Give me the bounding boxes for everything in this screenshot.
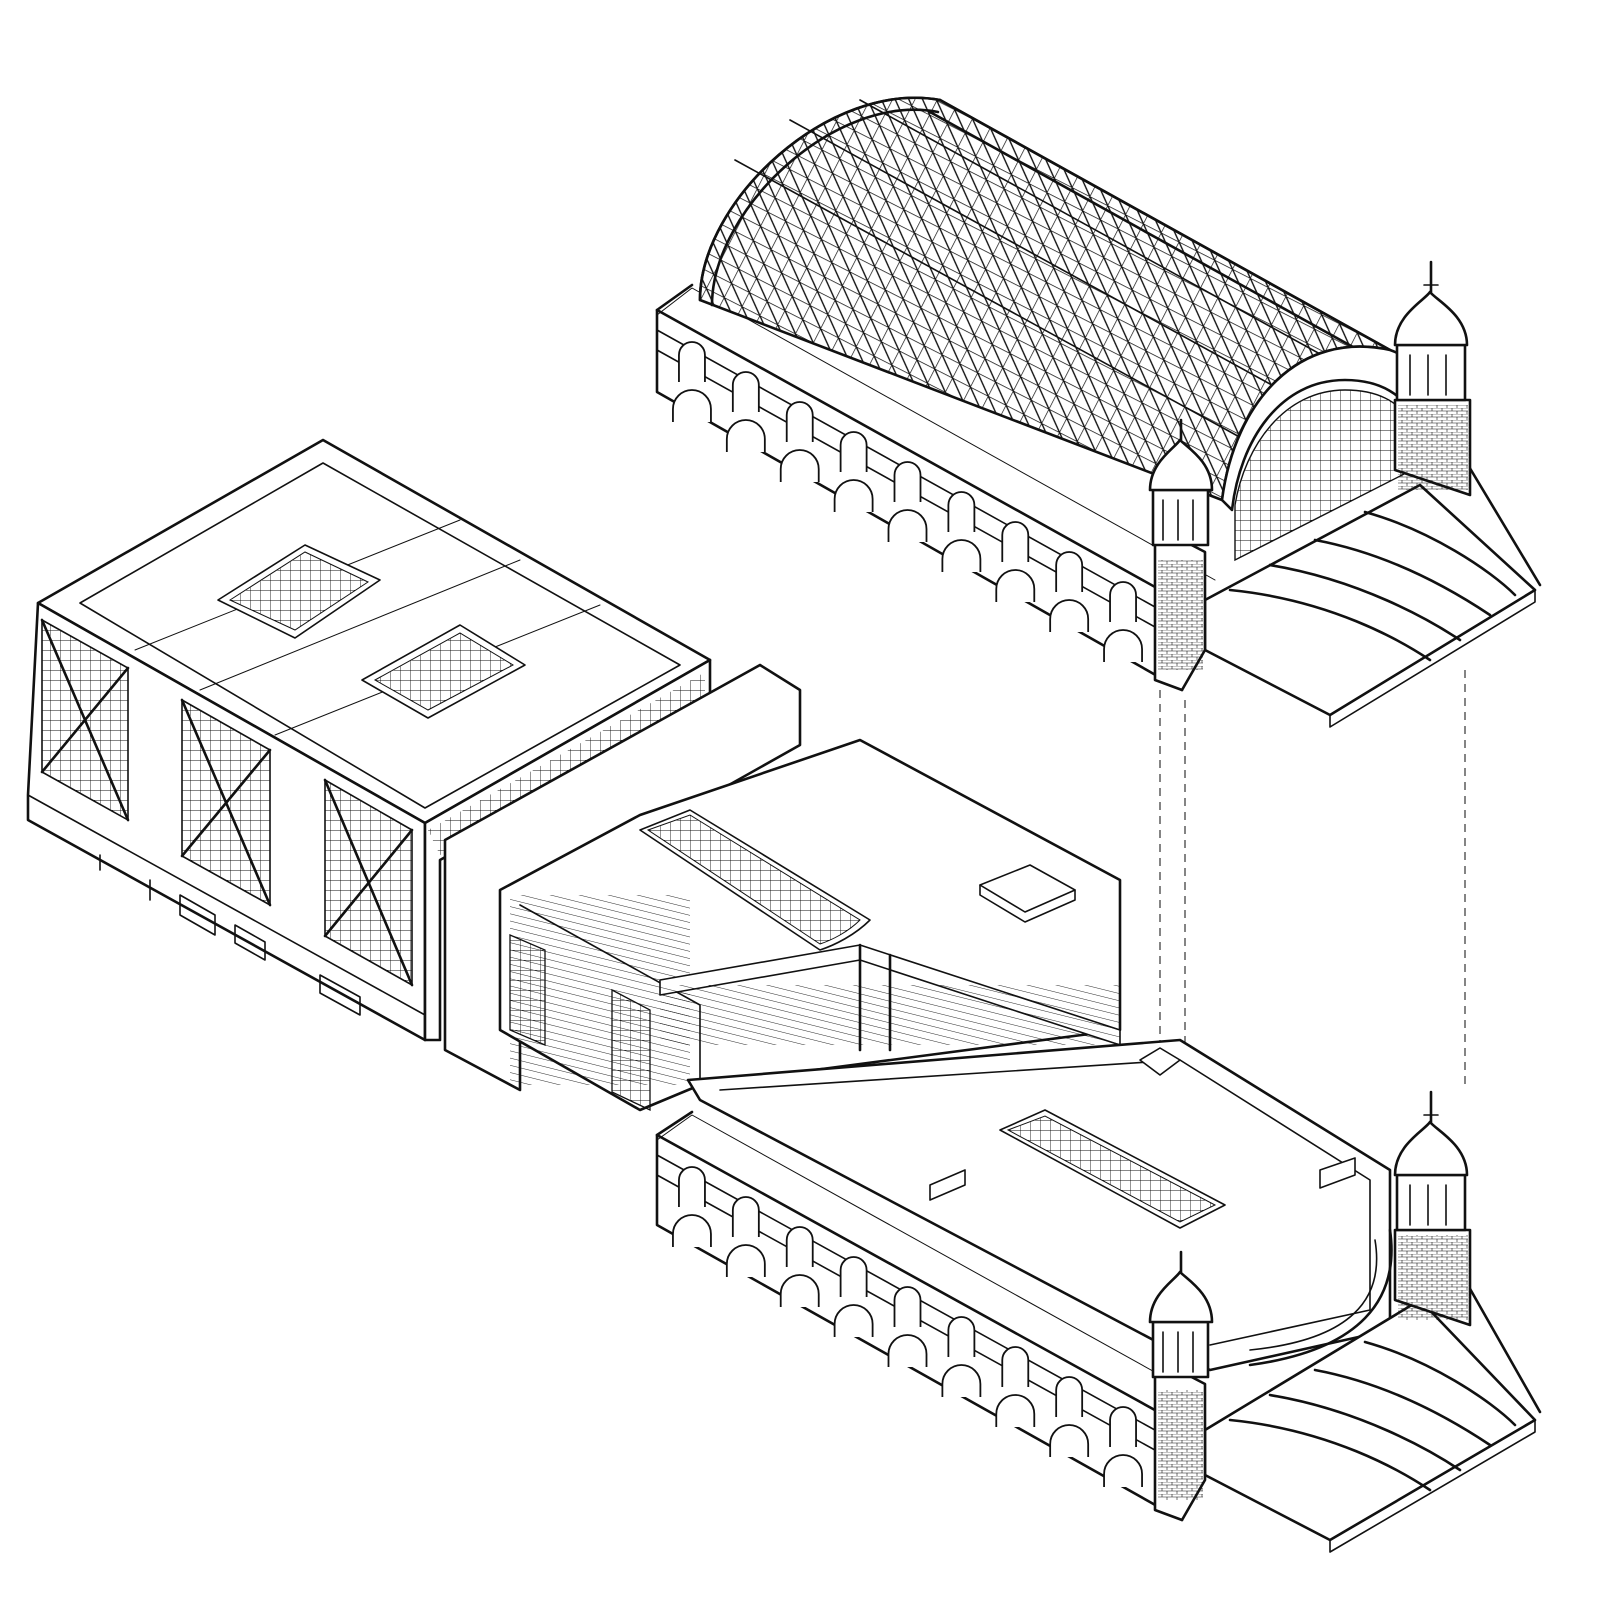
ground-arch (672, 1214, 712, 1247)
arched-window (678, 1166, 706, 1207)
arched-window (678, 341, 706, 382)
ground-arch (779, 449, 820, 482)
ground-arch (941, 539, 982, 572)
ground-arch (779, 1274, 820, 1307)
arched-window (893, 461, 922, 502)
arched-window (1109, 1406, 1137, 1447)
alignment-lines (1159, 670, 1466, 1300)
shed-right-tower (1393, 260, 1472, 497)
central-block (443, 663, 1122, 1112)
ground-arch (833, 479, 874, 512)
ground-arch (995, 569, 1036, 602)
ground-arch (833, 1304, 874, 1337)
ground-arch (1049, 599, 1090, 632)
ground-arch (887, 1334, 928, 1367)
arched-window (839, 431, 868, 472)
arched-window (1001, 521, 1030, 562)
arched-window (893, 1286, 922, 1327)
ground-arch (995, 1394, 1036, 1427)
ground-arch (1049, 1424, 1090, 1457)
shed-barrel-vault (698, 96, 1392, 502)
arched-window (1055, 551, 1084, 592)
arched-window (731, 371, 760, 412)
arched-window (785, 1226, 814, 1267)
ground-arch (887, 509, 928, 542)
shed-left-tower (1148, 418, 1214, 692)
arched-window (731, 1196, 760, 1237)
arched-window (839, 1256, 868, 1297)
arched-window (785, 401, 814, 442)
ground-arch (725, 419, 766, 452)
arched-window (947, 1316, 976, 1357)
train-shed-roof (655, 96, 1542, 728)
ground-arch (672, 389, 712, 422)
station-arcade-arches (672, 1166, 1143, 1487)
office-block (26, 438, 712, 1042)
ground-arch (1103, 629, 1143, 662)
shed-arcade-arches (672, 341, 1143, 662)
arched-window (1055, 1376, 1084, 1417)
ground-arch (1103, 1454, 1143, 1487)
ground-arch (725, 1244, 766, 1277)
arched-window (1109, 581, 1137, 622)
ground-arch (941, 1364, 982, 1397)
arched-window (947, 491, 976, 532)
arched-window (1001, 1346, 1030, 1387)
